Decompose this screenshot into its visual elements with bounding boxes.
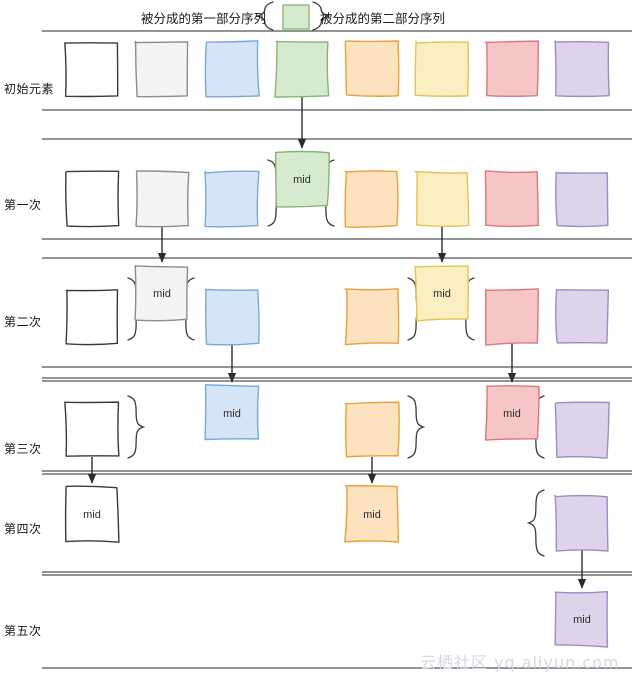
row-label-2: 第一次	[4, 198, 42, 212]
element-box	[554, 289, 610, 344]
element-box	[344, 170, 399, 228]
row-label-3: 第二次	[4, 315, 42, 329]
box-shape	[64, 401, 120, 457]
element-box	[64, 42, 119, 98]
element-box	[484, 40, 540, 98]
box-shape	[484, 170, 539, 228]
element-box	[64, 401, 120, 457]
box-shape	[484, 40, 540, 98]
box-shape	[64, 42, 119, 98]
mid-label: mid	[83, 509, 101, 521]
box-shape	[344, 485, 400, 543]
mid-label: mid	[433, 288, 451, 300]
box-shape	[344, 40, 400, 97]
element-box: mid	[554, 590, 609, 648]
element-box	[484, 170, 539, 228]
element-box	[554, 401, 610, 459]
box-shape	[134, 265, 189, 322]
element-box	[65, 170, 120, 228]
watermark: 云栖社区 yq.aliyun.com	[420, 653, 620, 672]
box-shape	[274, 150, 330, 208]
element-box	[344, 401, 400, 458]
element-box	[204, 288, 260, 346]
box-shape	[554, 401, 610, 459]
element-box	[485, 288, 539, 346]
box-shape	[344, 401, 400, 458]
box-shape	[204, 288, 260, 346]
box-shape	[555, 171, 609, 228]
element-box	[204, 170, 260, 228]
element-box: mid	[414, 265, 469, 322]
element-box: mid	[484, 385, 540, 441]
element-box	[65, 289, 119, 346]
mid-label: mid	[363, 509, 381, 521]
row-label-1: 初始元素	[4, 82, 55, 96]
element-box	[134, 40, 189, 98]
box-shape	[274, 40, 330, 98]
header-mid-sample-box	[282, 4, 310, 30]
row-label-4: 第三次	[4, 442, 42, 456]
box-shape	[64, 485, 120, 543]
row-label-5: 第四次	[4, 522, 42, 536]
box-shape	[554, 40, 610, 98]
element-box: mid	[204, 384, 260, 441]
element-box: mid	[344, 485, 400, 543]
row-separator	[42, 470, 632, 475]
box-shape	[414, 170, 470, 228]
element-box	[344, 288, 400, 346]
box-shape	[65, 289, 119, 346]
element-box	[414, 170, 470, 228]
box-shape	[134, 40, 189, 98]
element-box	[135, 170, 190, 228]
partition-brace	[526, 489, 545, 557]
mid-label: mid	[573, 614, 591, 626]
box-shape	[554, 590, 609, 648]
row-separator	[42, 377, 632, 382]
box-shape	[65, 170, 120, 228]
box-shape	[414, 265, 469, 322]
element-box	[554, 40, 610, 98]
element-box	[554, 494, 609, 552]
box-shape	[135, 170, 190, 228]
element-box	[274, 40, 330, 98]
element-box: mid	[64, 485, 120, 543]
element-box: mid	[274, 150, 330, 208]
box-shape	[554, 494, 609, 552]
box-shape	[485, 288, 539, 346]
partition-brace	[407, 395, 426, 459]
mid-label: mid	[153, 288, 171, 300]
box-shape	[204, 384, 260, 441]
mid-label: mid	[223, 408, 241, 420]
box-shape	[344, 170, 399, 228]
header-brace-right	[312, 1, 331, 31]
partition-brace	[127, 395, 146, 459]
box-shape	[204, 40, 260, 98]
box-shape	[554, 289, 610, 344]
box-shape	[344, 288, 400, 346]
mid-label: mid	[293, 174, 311, 186]
element-box	[414, 40, 470, 97]
element-box	[204, 40, 260, 98]
header-brace-left	[255, 1, 274, 31]
header-label-left: 被分成的第一部分序列	[141, 11, 267, 26]
row-label-6: 第五次	[4, 624, 42, 638]
box-shape	[204, 170, 260, 228]
box-shape	[414, 40, 470, 97]
row-separator	[42, 571, 632, 576]
box-shape	[484, 385, 540, 441]
element-box	[344, 40, 400, 97]
mid-label: mid	[503, 408, 521, 420]
header-label-right: 被分成的第二部分序列	[320, 11, 446, 26]
element-box	[555, 171, 609, 228]
element-box: mid	[134, 265, 189, 322]
